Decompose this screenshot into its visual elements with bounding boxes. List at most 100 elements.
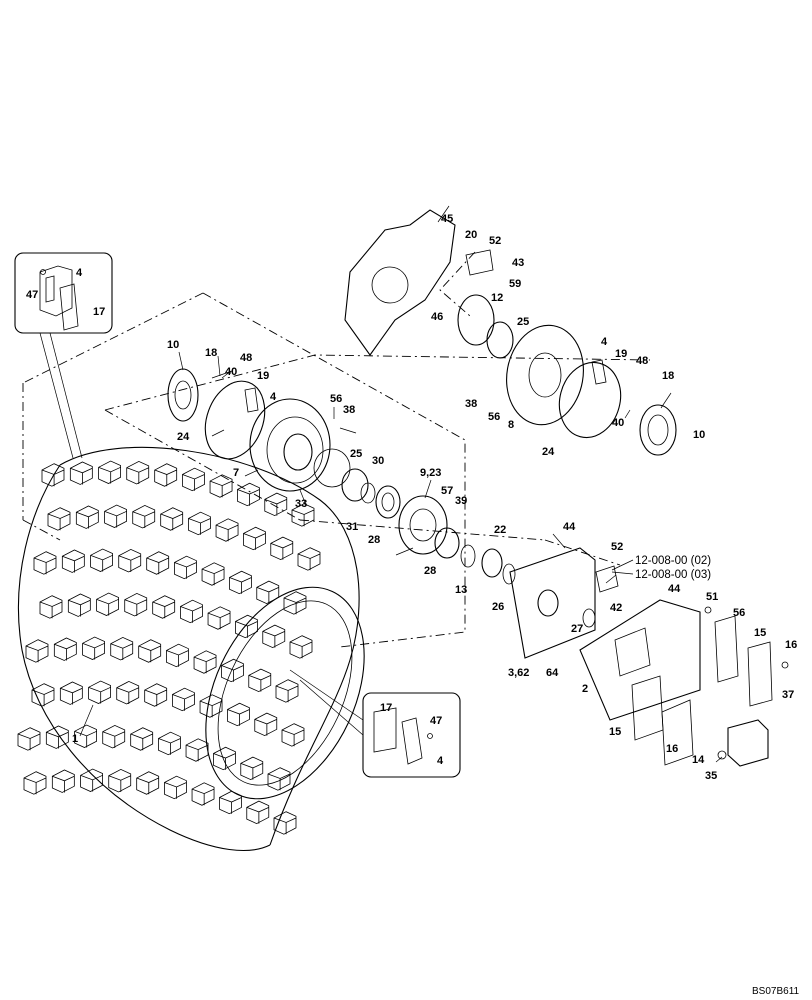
padfoot-block [41, 463, 65, 487]
callout-17: 17 [380, 702, 392, 714]
callout-15: 15 [609, 726, 621, 738]
padfoot-block [124, 593, 148, 617]
callout-57: 57 [441, 485, 453, 497]
callout-56: 56 [488, 411, 500, 423]
callout-18: 18 [205, 347, 217, 359]
padfoot-block [23, 771, 47, 795]
padfoot-block [172, 687, 195, 712]
callout-17: 17 [93, 306, 105, 318]
padfoot-block [256, 580, 280, 605]
padfoot-block [75, 505, 99, 529]
padfoot-block [207, 606, 231, 630]
padfoot-block [164, 775, 187, 800]
padfoot-block [283, 591, 307, 615]
callout-26: 26 [492, 601, 504, 613]
padfoot-block [102, 725, 126, 749]
padfoot-block [264, 492, 288, 517]
padfoot-block [158, 731, 181, 756]
callout-27: 27 [571, 623, 583, 635]
padfoot-block [221, 658, 244, 683]
callout-10: 10 [167, 339, 179, 351]
callout-51: 51 [706, 591, 718, 603]
padfoot-block [191, 782, 215, 806]
padfoot-block [130, 727, 154, 751]
padfoot-block [235, 614, 258, 639]
callout-9-23: 9,23 [420, 467, 441, 479]
padfoot-block [193, 650, 217, 674]
leader-lines [79, 205, 723, 763]
padfoot-block [209, 474, 233, 498]
padfoot-block [188, 511, 211, 536]
padfoot-block [80, 768, 103, 792]
padfoot-block [118, 549, 142, 573]
padfoot-block [213, 746, 236, 771]
padfoot-block [174, 555, 197, 580]
callout-28: 28 [368, 534, 380, 546]
padfoot-block [104, 504, 127, 528]
padfoot-block [98, 460, 121, 484]
callout-35: 35 [705, 770, 717, 782]
padfoot-block [69, 461, 93, 485]
padfoot-block [166, 643, 189, 668]
padfoot-block [182, 467, 205, 492]
callout-4: 4 [601, 336, 608, 348]
bracket-assembly [509, 547, 789, 767]
padfoot-block [110, 637, 134, 661]
padfoot-block [248, 668, 272, 693]
callout-4: 4 [270, 391, 277, 403]
callout-13: 13 [455, 584, 467, 596]
padfoot-block [185, 738, 209, 762]
reference-12-008-00-02: 12-008-00 (02) [635, 555, 711, 567]
callout-56: 56 [733, 607, 745, 619]
callout-15: 15 [754, 627, 766, 639]
padfoot-block [273, 811, 297, 835]
callout-25: 25 [350, 448, 362, 460]
callout-16: 16 [666, 743, 678, 755]
callout-59: 59 [509, 278, 521, 290]
callout-39: 39 [455, 495, 467, 507]
callout-47: 47 [430, 715, 442, 727]
callout-48: 48 [636, 355, 648, 367]
callout-52: 52 [611, 541, 623, 553]
padfoot-block [291, 503, 315, 527]
padfoot-block [67, 593, 91, 617]
padfoot-block [267, 767, 291, 791]
detail-box-top-left [14, 252, 113, 459]
padfoot-block [243, 526, 266, 551]
padfoot-block [90, 548, 113, 572]
callout-33: 33 [295, 498, 307, 510]
padfoot-block [254, 712, 278, 737]
callout-64: 64 [546, 667, 559, 679]
left-flange-stack [167, 368, 516, 585]
padfoot-block [59, 681, 83, 705]
padfoot-block [201, 562, 225, 586]
callout-8: 8 [508, 419, 514, 431]
padfoot-block [116, 681, 140, 705]
detail-box-bottom-right [289, 669, 461, 778]
padfoot-block [88, 680, 111, 704]
padfoot-block [219, 790, 242, 815]
reference-labels: 12-008-00 (02) 12-008-00 (03) [611, 555, 711, 581]
callout-2: 2 [582, 683, 588, 695]
padfoot-block [246, 800, 270, 825]
callout-1: 1 [72, 733, 78, 745]
callout-3-62: 3,62 [508, 667, 529, 679]
padfoot-block [297, 547, 321, 571]
padfoot-block [237, 482, 260, 507]
padfoot-block [61, 549, 85, 573]
callout-14: 14 [692, 754, 705, 766]
padfoot-block [53, 637, 77, 661]
padfoot-block [144, 683, 168, 707]
padfoot-block [160, 507, 184, 531]
padfoot-block [136, 771, 160, 795]
padfoot-block [126, 461, 150, 485]
padfoot-block [51, 769, 75, 793]
padfoot-block [229, 570, 252, 595]
padfoot-block [154, 463, 178, 487]
padfoot-block [25, 639, 49, 663]
padfoot-block [227, 702, 250, 727]
upper-flange-stack [344, 209, 677, 456]
callout-7: 7 [233, 467, 239, 479]
callout-12: 12 [491, 292, 503, 304]
padfoot-drum [17, 446, 365, 852]
